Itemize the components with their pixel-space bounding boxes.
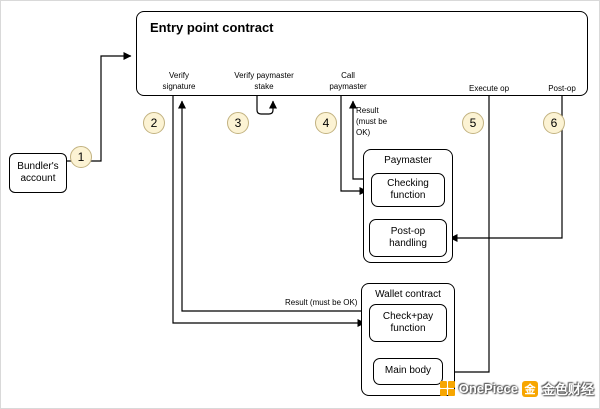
annotation-result-bottom: Result (must be OK) [285, 298, 358, 307]
port-label-verify-signature: Verify signature [162, 71, 196, 91]
step-badge-6: 6 [543, 112, 565, 134]
port-label-call-paymaster: Call paymaster [329, 71, 367, 91]
arrow-verify-signature-result [178, 100, 367, 312]
gold-finance-logo-icon: 金 [521, 380, 538, 397]
port-label-execute-op: Execute op [468, 84, 510, 93]
arrow-stake-selfloop [256, 96, 277, 115]
onepiece-logo-icon [439, 381, 455, 396]
step-badge-5: 5 [462, 112, 484, 134]
arrow-bundler-to-entry [67, 52, 132, 162]
post-op-handling-box: Post-op handling [369, 219, 447, 257]
step-badge-1: 1 [70, 146, 92, 168]
bundler-account-box: Bundler's account [9, 153, 67, 193]
port-label-verify-paymaster-stake: Verify paymaster stake [234, 71, 294, 91]
step-badge-3: 3 [227, 112, 249, 134]
arrow-verify-signature-call [172, 96, 366, 327]
entry-point-title: Entry point contract [150, 20, 274, 35]
checking-function-box: Checking function [371, 173, 445, 207]
watermark: OnePiece 金 金色财经 [439, 379, 594, 398]
bundler-account-label: Bundler's account [17, 160, 59, 185]
main-body-box: Main body [373, 358, 443, 385]
watermark-site: 金色财经 [541, 382, 594, 397]
step-badge-4: 4 [315, 112, 337, 134]
step-badge-2: 2 [143, 112, 165, 134]
port-label-post-op: Post-op [548, 84, 576, 93]
annotation-result-top: Result (must be OK) [356, 106, 388, 137]
check-pay-function-box: Check+pay function [369, 304, 447, 342]
watermark-brand: OnePiece [458, 381, 518, 396]
paymaster-title: Paymaster [384, 155, 432, 166]
entry-point-contract-box: Entry point contract [136, 11, 588, 96]
wallet-contract-title: Wallet contract [375, 289, 441, 300]
